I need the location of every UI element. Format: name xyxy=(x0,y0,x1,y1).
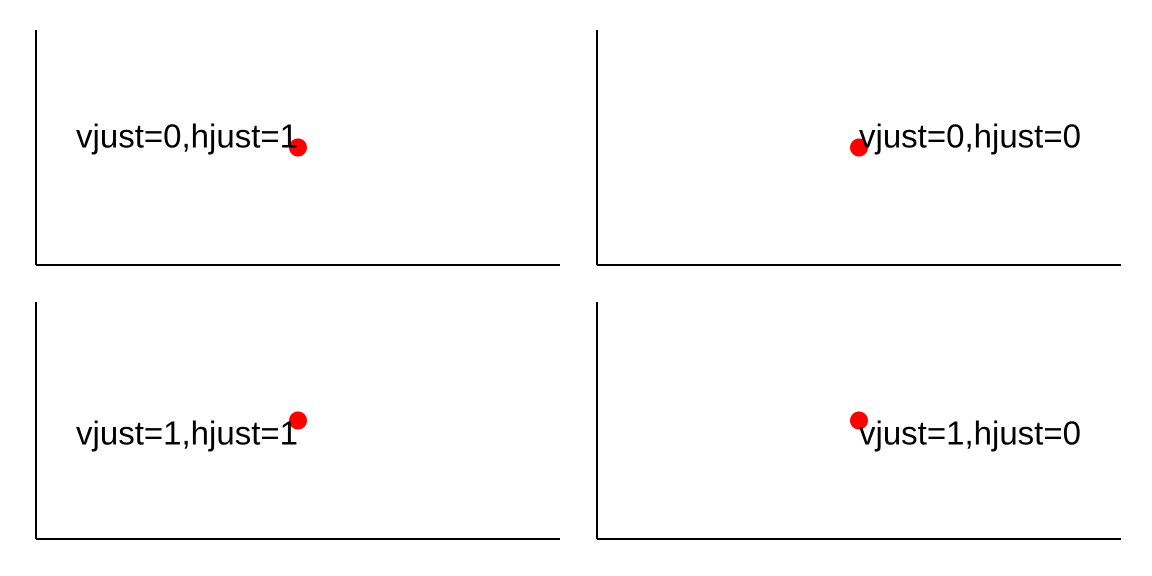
panel-2: vjust=0,hjust=0 xyxy=(596,30,1121,266)
data-point xyxy=(850,411,868,430)
point-label: vjust=1,hjust=1 xyxy=(76,415,298,452)
panel-4: vjust=1,hjust=0 xyxy=(596,302,1121,540)
data-point xyxy=(850,138,868,157)
point-label: vjust=1,hjust=0 xyxy=(859,415,1081,452)
point-label: vjust=0,hjust=0 xyxy=(859,118,1081,155)
data-point xyxy=(289,411,307,430)
data-point xyxy=(289,138,307,157)
point-label: vjust=0,hjust=1 xyxy=(76,118,298,155)
panel-3: vjust=1,hjust=1 xyxy=(35,302,560,540)
panel-1: vjust=0,hjust=1 xyxy=(35,30,560,266)
